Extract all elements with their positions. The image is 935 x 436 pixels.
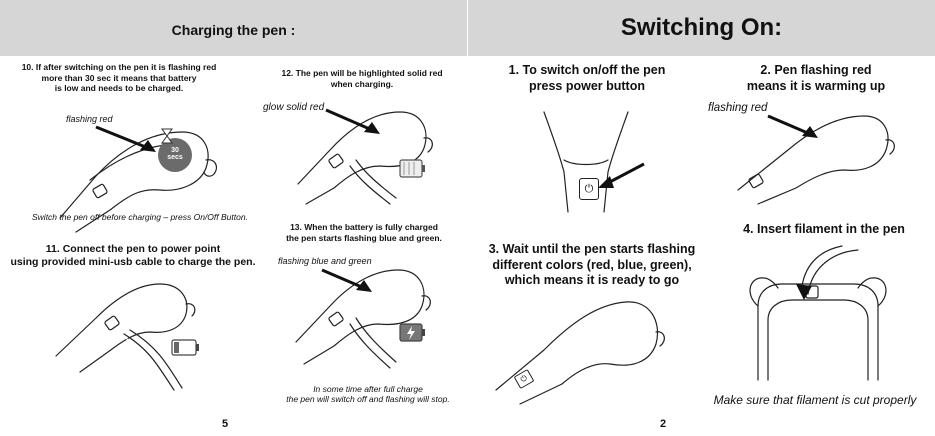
left-page: Charging the pen : 10. If after switchin… (0, 0, 467, 436)
step13-note-line-1: In some time after full charge (313, 384, 423, 394)
hourglass-icon (161, 128, 173, 144)
step3-line-2: different colors (red, blue, green), (492, 257, 692, 272)
step3-line-3: which means it is ready to go (504, 273, 680, 288)
pen-icon (297, 111, 433, 205)
pen-icon (543, 111, 629, 213)
step10-note: Switch the pen off before charging – pre… (32, 212, 248, 222)
right-page-number: 2 (660, 418, 667, 430)
step10-label: flashing red (66, 114, 113, 124)
battery-charging-icon (399, 159, 425, 178)
step11-line-2: using provided mini-usb cable to charge … (10, 256, 256, 269)
step13-note: In some time after full charge the pen w… (270, 384, 466, 404)
step10-line-1: 10. If after switching on the pen it is … (21, 62, 217, 72)
step1-text: 1. To switch on/off the pen press power … (468, 63, 706, 94)
pen-icon (749, 277, 887, 381)
step13-line-2: the pen starts flashing blue and green. (286, 232, 442, 243)
arrow-icon (325, 108, 380, 134)
arrow-icon (598, 162, 645, 188)
usb-cable-icon (121, 329, 183, 391)
step10-line-3: is low and needs to be charged. (54, 83, 184, 94)
step2-label: flashing red (708, 102, 768, 114)
step4-note: Make sure that filament is cut properly (713, 393, 917, 407)
battery-full-icon (399, 323, 425, 342)
step4-line-1: 4. Insert filament in the pen (743, 222, 905, 236)
timer-badge: 30 secs (158, 138, 192, 172)
right-header-title: Switching On: (620, 14, 783, 41)
step12-text: 12. The pen will be highlighted solid re… (262, 68, 462, 89)
pen-icon (295, 269, 431, 369)
right-page: Switching On: 1. To switch on/off the pe… (468, 0, 935, 436)
step2-text: 2. Pen flashing red means it is warming … (700, 63, 932, 94)
step13-line-1: 13. When the battery is fully charged (290, 222, 438, 232)
arrow-icon (95, 125, 156, 152)
step12-label: glow solid red (263, 102, 325, 113)
filament-icon (796, 245, 859, 300)
step1-line-2: press power button (529, 78, 645, 93)
step2-line-1: 2. Pen flashing red (760, 63, 872, 77)
step13-label: flashing blue and green (278, 256, 372, 266)
step11-text: 11. Connect the pen to power point using… (4, 243, 262, 269)
left-page-header: Charging the pen : (0, 0, 467, 56)
power-button-icon[interactable]: ⏻ (579, 178, 599, 200)
step3-text: 3. Wait until the pen starts flashing di… (474, 242, 710, 289)
left-header-title: Charging the pen : (171, 22, 296, 38)
right-page-header: Switching On: (468, 0, 935, 56)
step10-text: 10. If after switching on the pen it is … (14, 62, 224, 94)
step2-line-2: means it is warming up (746, 78, 886, 93)
arrow-icon (767, 114, 818, 138)
step3-line-1: 3. Wait until the pen starts flashing (488, 242, 696, 256)
step11-line-1: 11. Connect the pen to power point (45, 243, 221, 255)
step10-line-2: more than 30 sec it means that battery (41, 72, 197, 83)
timer-value: 30 (171, 147, 179, 154)
step1-line-1: 1. To switch on/off the pen (508, 63, 666, 77)
pen-icon (495, 301, 665, 405)
pen-icon (55, 283, 196, 373)
step12-line-2: when charging. (330, 78, 394, 89)
battery-low-icon (171, 339, 199, 356)
step12-line-1: 12. The pen will be highlighted solid re… (281, 68, 443, 78)
step13-note-line-2: the pen will switch off and flashing wil… (286, 394, 450, 404)
pen-icon (737, 115, 895, 205)
left-page-number: 5 (222, 418, 229, 430)
step4-text: 4. Insert filament in the pen (716, 222, 932, 238)
step13-text: 13. When the battery is fully charged th… (266, 222, 462, 243)
arrow-icon (321, 268, 372, 292)
timer-unit: secs (167, 154, 183, 161)
